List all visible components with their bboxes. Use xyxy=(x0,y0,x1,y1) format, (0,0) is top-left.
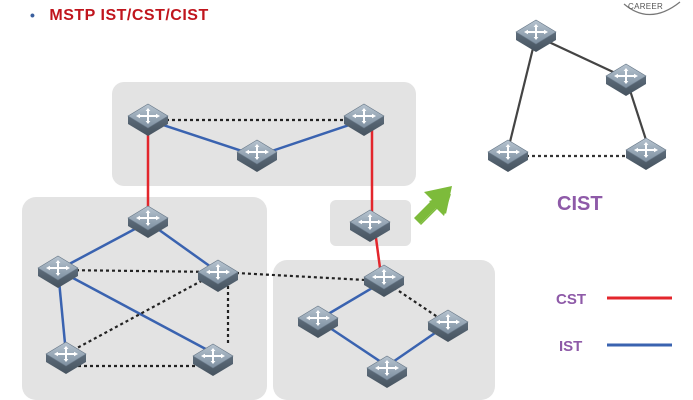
title-text: MSTP IST/CST/CIST xyxy=(49,7,209,24)
slide-title: • MSTP IST/CST/CIST xyxy=(30,7,209,25)
cst-label: CST xyxy=(556,291,586,308)
career-logo: CAREER xyxy=(622,0,692,22)
switch-icon xyxy=(605,63,647,97)
links-cist xyxy=(506,35,650,158)
region-top xyxy=(112,82,416,186)
cist-label: CIST xyxy=(557,193,603,215)
ist-label: IST xyxy=(559,338,583,355)
logo-swoosh-icon xyxy=(623,1,681,16)
switch-icon xyxy=(515,19,557,53)
switch-icon xyxy=(487,139,529,173)
legend xyxy=(607,296,672,347)
arrow-up-right-icon xyxy=(414,186,452,225)
region-right xyxy=(273,260,495,400)
cst-links xyxy=(146,130,382,269)
title-bullet: • xyxy=(30,7,36,23)
switch-icon xyxy=(625,137,667,171)
logo-text: CAREER xyxy=(628,2,664,11)
links-top-region xyxy=(147,118,365,158)
